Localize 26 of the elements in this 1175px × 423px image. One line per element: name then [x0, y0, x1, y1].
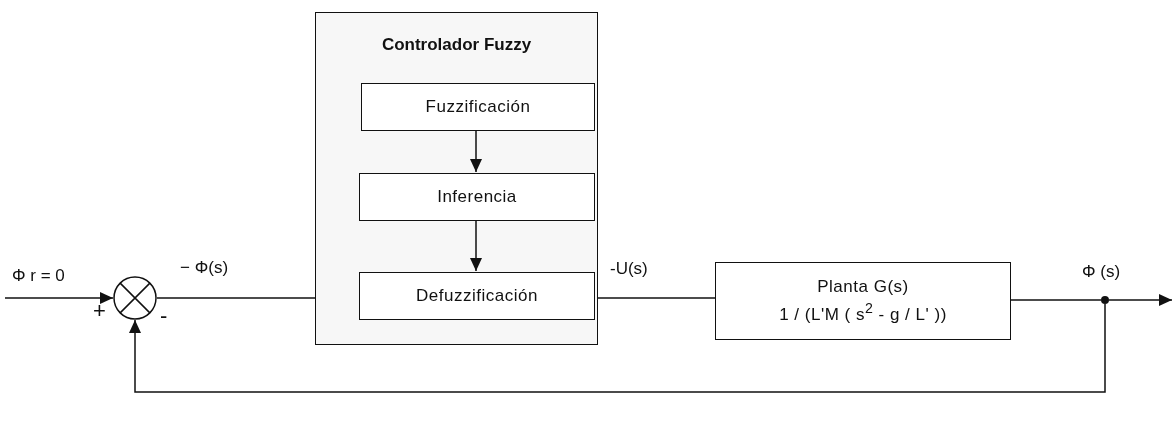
block-label: Inferencia: [437, 185, 517, 208]
sign-label: +: [93, 298, 106, 324]
branch-point: [1101, 296, 1109, 304]
block-label: Fuzzificación: [425, 95, 531, 118]
arrow: [129, 303, 1106, 393]
block-label: Planta G(s): [817, 275, 909, 298]
controller-block: [315, 12, 598, 345]
transfer-function: 1 / (L'M ( s$^{2}$ - g / L' )): [779, 298, 947, 326]
process-box: [715, 262, 1011, 340]
signal-label: -U(s): [608, 259, 650, 279]
block-title: Controlador Fuzzy: [380, 35, 533, 55]
arrow: [1108, 294, 1173, 306]
block-label: Defuzzificación: [416, 284, 538, 307]
arrow: [4, 292, 114, 304]
arrow: [470, 129, 482, 173]
process-box: [359, 272, 595, 320]
signal-label: Φ (s): [1080, 262, 1123, 282]
signal-label: − Φ(s): [178, 258, 231, 278]
process-box: [361, 83, 595, 131]
signal-line: [156, 297, 316, 299]
signal-line: [1010, 299, 1102, 301]
arrow: [470, 219, 482, 272]
process-box: [359, 173, 595, 221]
summing-junction: [113, 276, 157, 320]
sign-label: -: [160, 303, 168, 329]
signal-line: [597, 297, 716, 299]
